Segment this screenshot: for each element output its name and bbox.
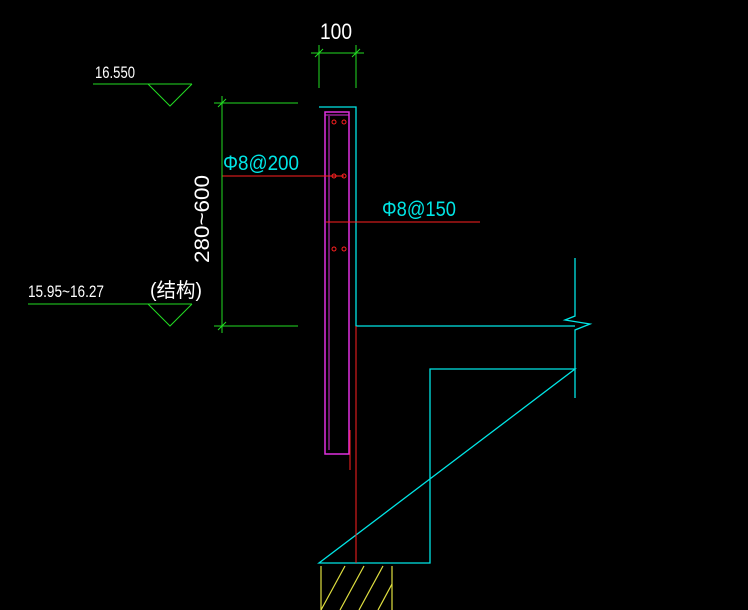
rebar-vertical-label: Φ8@200 (223, 152, 299, 175)
bottom-elevation-label: 15.95~16.27 (28, 282, 104, 301)
dimension-top-width (311, 45, 364, 88)
section-outline-path (317, 106, 577, 564)
concrete-outline (317, 106, 593, 564)
rebar-group (222, 111, 480, 563)
top-elevation-label: 16.550 (95, 63, 135, 82)
dimension-height (214, 96, 298, 333)
rebar-stirrup (324, 111, 350, 455)
rebar-dots (331, 119, 347, 252)
elevation-marker-top (93, 83, 193, 107)
top-width-label: 100 (320, 19, 352, 44)
masonry-hatch (320, 565, 393, 610)
height-range-label: 280~600 (191, 175, 214, 263)
elevation-marker-bottom (28, 303, 193, 327)
rebar-horizontal-label: Φ8@150 (382, 198, 456, 221)
slab-break-line (562, 258, 593, 398)
structure-note-label: (结构) (150, 279, 202, 302)
